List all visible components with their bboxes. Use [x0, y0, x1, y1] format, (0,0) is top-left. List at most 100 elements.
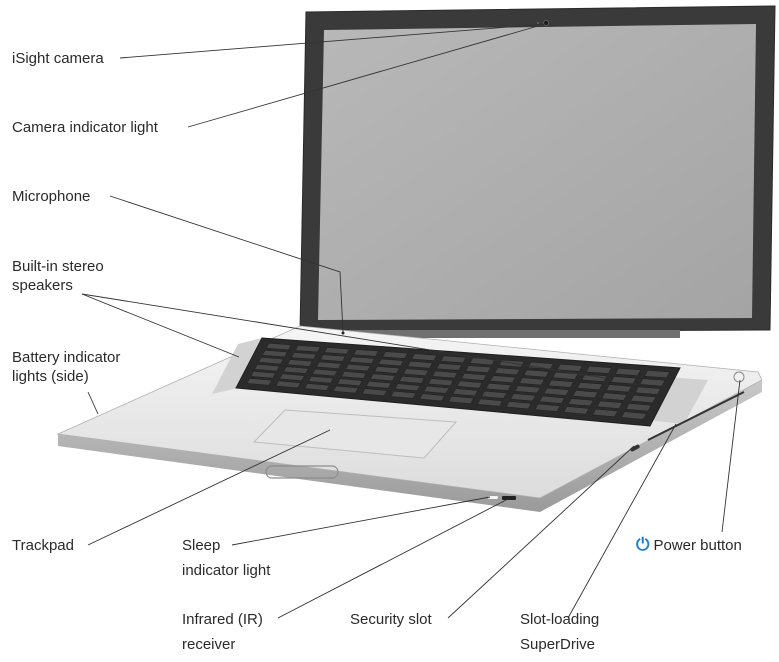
keyboard-key [369, 373, 396, 382]
keyboard-key [427, 378, 454, 386]
keyboard-key [261, 350, 288, 358]
keyboard-key [345, 363, 371, 372]
camera-lens [543, 20, 549, 26]
keyboard-key [361, 388, 388, 397]
label-sleep-indicator: Sleep indicator light [182, 536, 270, 580]
label-battery-line2: lights (side) [12, 368, 89, 385]
keyboard-key [576, 382, 603, 391]
sleep-light [488, 496, 498, 499]
label-camera-indicator-light: Camera indicator light [12, 119, 158, 136]
keyboard-key [320, 354, 346, 362]
keyboard-key [419, 393, 446, 402]
keyboard-key [543, 387, 570, 396]
keyboard-key [556, 363, 583, 372]
keyboard-key [353, 349, 379, 357]
label-builtin-speakers: Built-in stereo speakers [12, 257, 104, 295]
leader-microphone [109, 195, 344, 333]
keyboard-key [465, 365, 492, 373]
leader-camera-light [187, 25, 539, 128]
label-power-button-text: Power button [653, 537, 742, 554]
keyboard-key [452, 388, 479, 397]
leader-superdrive [567, 423, 677, 619]
speaker-left [212, 338, 262, 394]
keyboard-key [398, 375, 425, 384]
keyboard-key [510, 393, 537, 402]
leader-isight [119, 23, 547, 59]
keyboard-key [601, 392, 628, 401]
keyboard-key [290, 352, 317, 360]
keyboard-key [436, 363, 463, 371]
keyboard-key [316, 361, 342, 369]
label-sleep-line1: Sleep [182, 537, 221, 554]
keyboard-key [312, 368, 338, 377]
keyboard-key [448, 396, 474, 404]
power-icon: ⏻ [636, 535, 650, 554]
keyboard-key [643, 370, 671, 379]
label-infrared-line2: receiver [182, 636, 236, 653]
keyboard-key [254, 364, 280, 372]
label-superdrive: Slot-loading SuperDrive [520, 610, 599, 654]
keyboard-key [620, 411, 647, 420]
keyboard-key [402, 368, 429, 376]
keyboard-key [518, 377, 545, 386]
screen-display [318, 24, 756, 320]
keyboard-key [614, 368, 642, 376]
leader-speakers-b [81, 293, 606, 379]
keyboard-key [547, 379, 574, 388]
keyboard-key [567, 398, 594, 407]
keyboard-key [373, 366, 400, 374]
leader-battery [87, 391, 99, 415]
keyboard-key [431, 370, 458, 379]
keyboard-key [476, 398, 503, 407]
leader-infrared [277, 498, 509, 619]
keyboard-key [610, 376, 637, 385]
keyboard-keys [246, 343, 671, 420]
keyboard-key [341, 371, 367, 379]
security-slot-opening [630, 444, 640, 452]
base-front-edge [58, 380, 762, 512]
keyboard-key [336, 378, 363, 387]
keyboard-key [639, 378, 666, 387]
keyboard-key [275, 380, 301, 389]
keyboard-key [494, 367, 521, 376]
label-security-slot: Security slot [350, 611, 432, 628]
keyboard-key [258, 357, 284, 365]
label-battery-line1: Battery indicator [12, 349, 121, 366]
keyboard-key [349, 356, 375, 364]
keyboard-key [390, 390, 417, 399]
keyboard-key [625, 403, 652, 412]
keyboard-key [592, 408, 619, 418]
keyboard-key [481, 390, 508, 399]
keyboard-key [323, 347, 350, 355]
label-builtin-speakers-line2: speakers [12, 277, 73, 294]
label-microphone: Microphone [12, 188, 91, 205]
keyboard-key [534, 403, 561, 412]
keyboard-key [456, 380, 483, 389]
keyboard-key [581, 374, 608, 382]
keyboard-key [489, 375, 516, 384]
keyboard-key [378, 358, 404, 367]
label-isight-camera: iSight camera [12, 50, 104, 67]
keyboard-key [538, 395, 565, 404]
keyboard-key [265, 343, 292, 351]
leader-sleep [231, 496, 491, 546]
superdrive-slot [647, 391, 745, 441]
hinge [330, 330, 680, 338]
keyboard-key [382, 351, 409, 359]
keyboard-key [523, 369, 550, 378]
keyboard-key [283, 366, 309, 374]
keyboard-key [365, 380, 392, 389]
keyboard-key [423, 385, 450, 394]
keyboard-key [279, 373, 305, 381]
keyboard-key [552, 371, 579, 380]
keyboard-key [294, 345, 321, 353]
keyboard-key [394, 383, 421, 392]
keyboard-key [460, 373, 487, 381]
ir-window [502, 496, 516, 500]
keyboard-key [485, 383, 512, 391]
label-infrared-line1: Infrared (IR) [182, 611, 263, 628]
label-sleep-line2: indicator light [182, 562, 271, 579]
leader-power [721, 379, 741, 533]
keyboard-key [440, 355, 467, 364]
